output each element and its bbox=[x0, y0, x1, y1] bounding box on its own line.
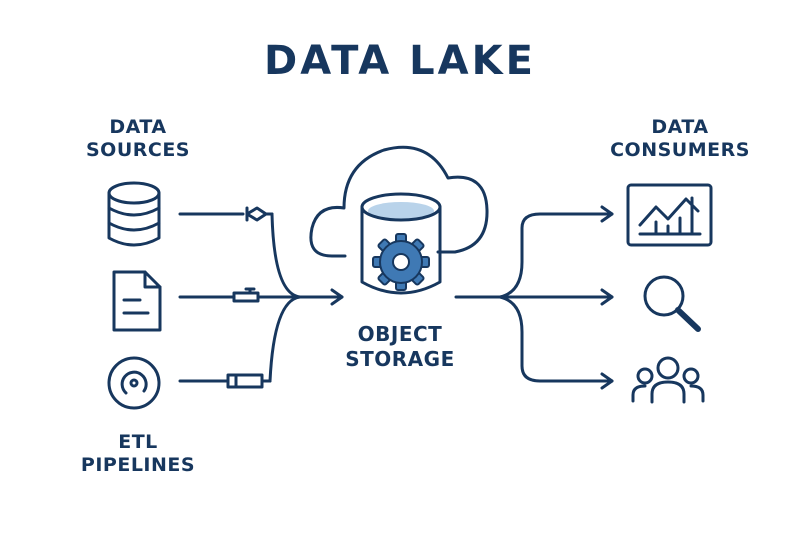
diagram-title: DATA LAKE bbox=[264, 38, 536, 84]
object-storage-label-line-1: OBJECT bbox=[357, 322, 443, 346]
document-icon bbox=[112, 270, 162, 332]
storage-cylinder-icon bbox=[360, 192, 442, 295]
data-sources-label-line-2: SOURCES bbox=[85, 139, 190, 161]
stream-icon bbox=[107, 356, 161, 410]
etl-pipelines-label: ETL PIPELINES bbox=[58, 431, 218, 477]
data-consumers-label-line-1: DATA bbox=[651, 116, 709, 138]
connector-bottom-icon bbox=[226, 373, 272, 389]
source-connector-lines bbox=[178, 206, 344, 389]
connector-middle-icon bbox=[232, 287, 260, 303]
object-storage-label-line-2: STORAGE bbox=[345, 347, 455, 371]
users-icon bbox=[631, 356, 705, 404]
data-consumers-label-line-2: CONSUMERS bbox=[610, 139, 750, 161]
search-icon bbox=[643, 275, 701, 332]
object-storage-label: OBJECT STORAGE bbox=[318, 322, 482, 372]
connector-top-icon bbox=[245, 206, 268, 222]
storage-water-icon bbox=[368, 202, 434, 220]
data-sources-label: DATA SOURCES bbox=[58, 116, 218, 162]
etl-pipelines-label-line-2: PIPELINES bbox=[80, 454, 196, 476]
data-consumers-label: DATA CONSUMERS bbox=[590, 116, 770, 162]
data-sources-label-line-1: DATA bbox=[109, 116, 167, 138]
etl-pipelines-label-line-1: ETL bbox=[118, 431, 158, 453]
database-icon bbox=[107, 181, 161, 247]
cloud-icon bbox=[309, 145, 489, 258]
gear-icon bbox=[372, 233, 430, 291]
output-connector-lines bbox=[454, 205, 614, 390]
chart-icon bbox=[626, 183, 713, 247]
